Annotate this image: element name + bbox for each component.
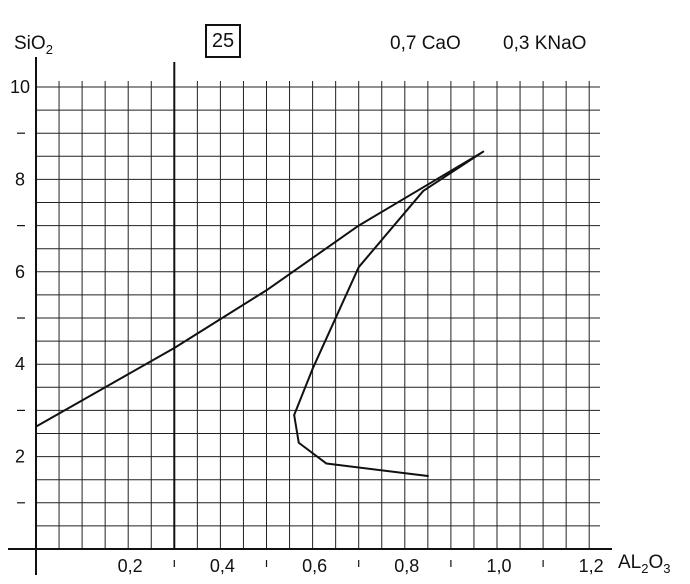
data-point (426, 475, 429, 477)
chart-number-box: 25 (205, 24, 241, 58)
data-point (265, 289, 268, 292)
series-line (35, 150, 485, 478)
grid (36, 81, 600, 549)
y-tick-label: 2 (15, 447, 25, 467)
y-tick-label: 4 (15, 354, 25, 374)
data-point (357, 224, 360, 227)
y-tick-label: 10 (10, 77, 30, 97)
y-tick-label: 6 (15, 262, 25, 282)
y-axis-title: SiO2 (14, 33, 53, 57)
data-point (35, 425, 37, 428)
x-tick-label: 0,8 (394, 556, 419, 576)
data-point (293, 414, 296, 416)
x-tick-label: 0,4 (210, 556, 235, 576)
x-tick-label: 1,0 (486, 556, 511, 576)
x-axis-title: AL2O3 (618, 552, 671, 576)
x-tick-label: 0,2 (118, 556, 143, 576)
data-point (173, 347, 176, 349)
data-point (311, 367, 314, 370)
x-tick-label: 0,6 (302, 556, 327, 576)
data-point (357, 266, 360, 269)
y-tick-label: 8 (15, 169, 25, 189)
tick-labels: 0,2 0,4 0,6 0,8 1,0 1,2 2 4 6 8 10 (10, 77, 604, 576)
minor-tick-marks (17, 132, 544, 567)
axes (8, 57, 612, 575)
data-point (482, 150, 485, 153)
data-point (325, 462, 328, 465)
data-point (297, 441, 300, 444)
data-series (35, 150, 485, 478)
x-tick-label: 1,2 (579, 556, 604, 576)
knao-label: 0,3 KNaO (503, 33, 587, 54)
cao-label: 0,7 CaO (390, 33, 461, 54)
data-point (422, 190, 425, 192)
